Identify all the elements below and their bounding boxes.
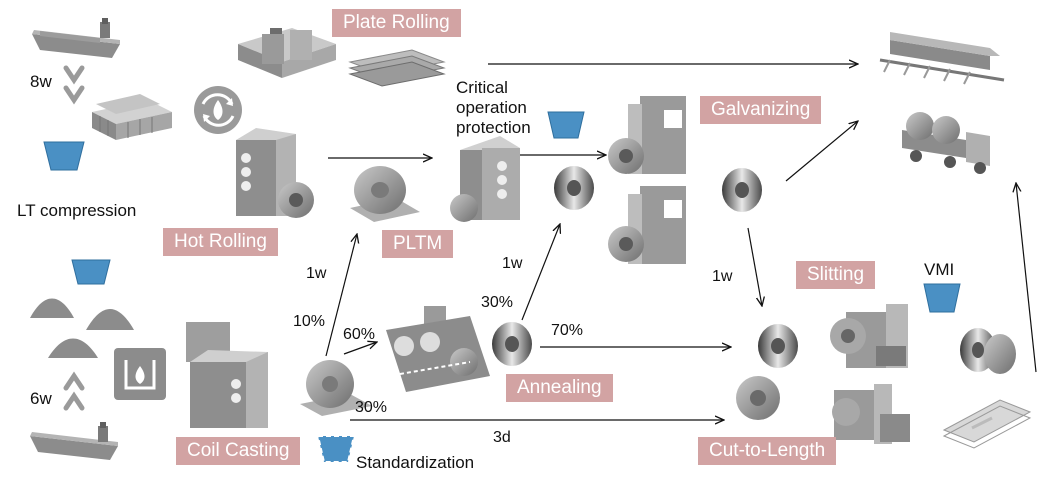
furnace-icon [114, 348, 166, 400]
ship-icon [30, 422, 118, 460]
tag-pltm: PLTM [382, 230, 454, 258]
lead-time-1w-galv: 1w [502, 255, 523, 272]
share-30-percent-annealing: 30% [481, 294, 514, 311]
lead-time-8w: 8w [30, 72, 52, 91]
tag-coil-casting: Coil Casting [176, 437, 301, 465]
tag-plate-rolling: Plate Rolling [332, 9, 461, 37]
standardization-label: Standardization [356, 453, 475, 472]
plate-stack-icon [348, 49, 446, 87]
tag-annealing: Annealing [506, 374, 613, 402]
share-60-percent: 60% [343, 326, 376, 343]
coil-icon [300, 360, 372, 416]
share-70-percent: 70% [551, 322, 584, 339]
truck-icon [902, 112, 990, 174]
annealing-line-icon [386, 306, 490, 392]
arrow-annealing-to-galvcoil [521, 224, 560, 321]
ctl-machine-icon [832, 384, 910, 444]
critical-operation-line-3: protection [456, 118, 531, 137]
pltm-machine-icon [450, 136, 520, 222]
buffer-funnel-icon [71, 259, 111, 285]
arrow-galvanizing-to-slitting [747, 227, 762, 306]
material-pile-icon [30, 298, 134, 358]
coil-caster-icon [186, 322, 268, 428]
train-icon [879, 32, 1005, 85]
share-10-percent: 10% [293, 313, 326, 330]
critical-operation-line-2: operation [456, 98, 527, 117]
tag-cut-to-length: Cut-to-Length [698, 437, 837, 465]
slitter-icon [830, 304, 908, 368]
sheet-stack-icon [942, 399, 1032, 449]
ship-icon [32, 18, 120, 58]
critical-operation-line-1: Critical [456, 78, 508, 97]
coil-icon [492, 322, 532, 366]
arrow-finishing-to-customer [1016, 183, 1037, 373]
galvanizing-line-icon [608, 96, 686, 174]
slit-strip-icon [960, 328, 1016, 374]
chevron-down-icon [63, 65, 85, 105]
chevron-up-icon [63, 371, 85, 411]
hot-rolling-mill-icon [236, 128, 314, 218]
ingot-stack-icon [92, 94, 172, 140]
arrow-casting-to-hotcoil [325, 234, 357, 357]
arrow-casting-to-annealing [343, 342, 377, 355]
coil-icon [554, 166, 594, 210]
plate-rolling-mill-icon [238, 28, 336, 78]
coil-icon [736, 376, 780, 420]
coil-icon [722, 168, 762, 212]
buffer-funnel-icon [923, 283, 961, 313]
galvanizing-line-icon [608, 186, 686, 264]
lt-compression-label: LT compression [17, 201, 137, 220]
flow-arrows [325, 64, 1037, 420]
vmi-label: VMI [924, 260, 955, 279]
tag-hot-rolling: Hot Rolling [163, 228, 278, 256]
buffer-funnel-icon [43, 141, 85, 171]
coil-icon [758, 324, 798, 368]
tag-slitting: Slitting [796, 261, 876, 289]
recycle-fire-icon [194, 86, 242, 134]
lead-time-3d: 3d [493, 429, 511, 446]
buffer-funnel-icon [316, 435, 356, 463]
lead-time-6w: 6w [30, 389, 52, 408]
tag-galvanizing: Galvanizing [700, 96, 822, 124]
buffer-funnel-icon [547, 111, 585, 139]
arrow-galvanizing-to-customer [785, 121, 858, 182]
lead-time-1w-hot: 1w [306, 265, 327, 282]
share-30-percent-ctl: 30% [355, 399, 388, 416]
coil-icon [350, 166, 420, 222]
lead-time-1w-slit: 1w [712, 268, 733, 285]
